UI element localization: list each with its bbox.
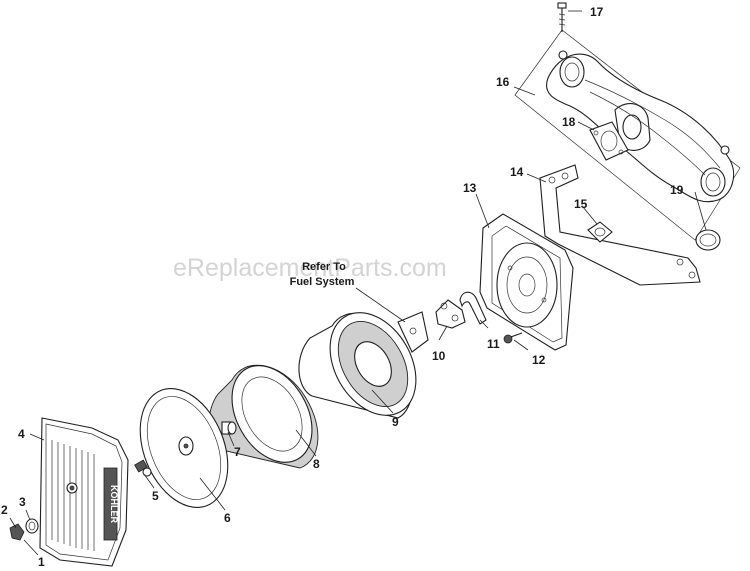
intake-manifold-part [514,29,741,241]
callout-17: 17 [590,5,604,19]
spacer-part-7 [221,421,237,435]
gasket-part-18 [589,121,629,161]
callout-16: 16 [496,75,510,89]
callout-5: 5 [152,489,159,503]
callout-19: 19 [670,183,684,197]
callout-8: 8 [313,457,320,471]
callout-2: 2 [1,503,8,517]
note-line-1: Refer To [302,261,346,273]
callout-labels: 1 2 3 4 5 6 7 8 9 10 11 12 13 14 15 16 1… [1,5,684,569]
bracket-part-14 [539,164,701,286]
o-ring-part-19 [695,229,721,251]
callout-9: 9 [392,415,399,429]
knob-part-5 [134,459,152,477]
callout-18: 18 [562,115,576,129]
watermark-text: eReplacementParts.com [173,254,447,282]
callout-6: 6 [224,511,231,525]
callout-14: 14 [510,165,524,179]
callout-3: 3 [19,495,26,509]
callout-4: 4 [18,427,25,441]
callout-15: 15 [574,197,588,211]
air-cleaner-cover-part-6 [139,388,229,508]
callout-12: 12 [532,353,546,367]
callout-13: 13 [463,181,477,195]
leader-lines [9,10,707,556]
breather-part-10 [435,299,466,329]
air-cleaner-base-part-13 [479,213,574,351]
clip-part-11 [459,291,487,325]
outer-cover-part-4 [39,417,129,567]
filter-element-part-9 [298,312,417,419]
callout-11: 11 [487,337,500,351]
note-line-2: Fuel System [290,276,355,288]
callout-7: 7 [234,445,241,459]
callout-1: 1 [38,555,45,569]
callout-10: 10 [432,349,446,363]
precleaner-part-8 [208,364,319,469]
screw-part-12 [503,332,523,344]
washer-part-3 [25,518,39,534]
brand-logo-text: KOHLER [109,485,119,524]
screw-part-17 [557,2,567,32]
knob-part-2 [9,523,25,541]
bracket-plate [397,311,429,353]
gasket-part-15 [587,221,613,243]
